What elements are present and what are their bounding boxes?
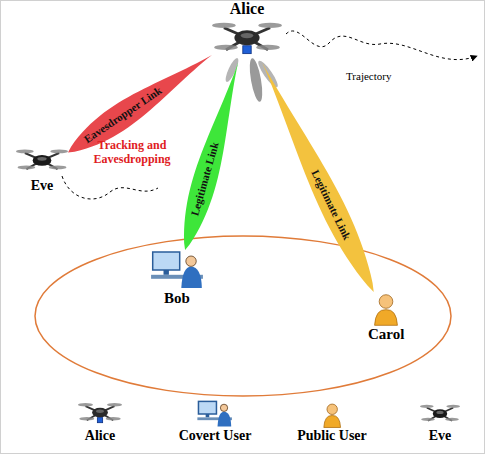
transmitter-uav-icon bbox=[212, 18, 282, 62]
drone-rotor bbox=[50, 150, 68, 154]
coverage-area bbox=[35, 236, 451, 396]
drone-body bbox=[33, 155, 52, 166]
antenna-array bbox=[97, 418, 102, 423]
user-head bbox=[186, 256, 196, 266]
eavesdropper-uav-icon bbox=[16, 146, 68, 178]
user-head bbox=[379, 295, 393, 309]
drone-rotor bbox=[106, 417, 121, 420]
trajectory-label: Trajectory bbox=[346, 70, 391, 83]
drone-rotor bbox=[107, 403, 122, 406]
drone-top bbox=[96, 410, 104, 413]
public-user: Carol bbox=[368, 292, 404, 343]
legend-text: Alice bbox=[85, 428, 115, 444]
drone-rotor bbox=[446, 405, 460, 408]
legend-text: Covert User bbox=[179, 428, 252, 444]
eavesdropper-uav: Eve bbox=[16, 146, 68, 194]
link-label: Eavesdropper Link bbox=[82, 85, 163, 145]
drone-body bbox=[433, 409, 447, 418]
drone-rotor bbox=[212, 23, 236, 28]
drone-rotor bbox=[421, 418, 435, 421]
drone-rotor bbox=[256, 45, 280, 50]
drone-rotor bbox=[445, 418, 459, 421]
legend-icon bbox=[78, 400, 122, 428]
legend-icon bbox=[321, 402, 343, 428]
eve-tracking-path bbox=[62, 176, 158, 199]
monitor bbox=[199, 401, 217, 414]
drone-rotor bbox=[214, 45, 238, 50]
node-label: Bob bbox=[164, 290, 190, 307]
antenna-array bbox=[243, 46, 251, 54]
monitor bbox=[153, 252, 180, 270]
legend-item: Eve bbox=[420, 402, 460, 444]
transmitter-uav: Alice bbox=[212, 0, 282, 62]
covert-user: Bob bbox=[150, 250, 204, 307]
monitor-stand bbox=[206, 414, 210, 417]
beam-link bbox=[262, 62, 374, 292]
drone-rotor bbox=[258, 23, 282, 28]
drone-rotor bbox=[78, 403, 93, 406]
drone-rotor bbox=[49, 166, 67, 170]
legend-item: Public User bbox=[297, 402, 367, 444]
node-label: Alice bbox=[230, 0, 265, 18]
drone-top bbox=[37, 157, 46, 161]
user-body bbox=[181, 267, 202, 288]
drone-rotor bbox=[79, 417, 94, 420]
trajectory-path bbox=[286, 31, 477, 60]
public-user-icon bbox=[371, 292, 401, 326]
drone-rotor bbox=[18, 166, 36, 170]
beam-link bbox=[184, 62, 238, 250]
node-label: Carol bbox=[368, 326, 404, 343]
legend-text: Public User bbox=[297, 428, 367, 444]
covert-user-icon bbox=[150, 250, 204, 290]
user-head bbox=[221, 404, 228, 411]
drone-body bbox=[92, 408, 108, 418]
user-body bbox=[218, 412, 232, 427]
drone-rotor bbox=[420, 405, 434, 408]
user-body bbox=[375, 310, 398, 326]
node-label: Eve bbox=[31, 178, 54, 194]
monitor-stand bbox=[164, 270, 169, 275]
drone-rotor bbox=[16, 150, 34, 154]
user-head bbox=[327, 404, 337, 414]
drone-top bbox=[436, 411, 443, 414]
legend-item: Covert User bbox=[179, 400, 252, 444]
drone-body bbox=[234, 31, 259, 46]
legend-icon bbox=[197, 400, 233, 428]
drone-top bbox=[241, 33, 254, 38]
beam-link bbox=[68, 55, 212, 153]
legend-icon bbox=[420, 402, 460, 428]
user-body bbox=[324, 415, 341, 427]
legend-item: Alice bbox=[78, 400, 122, 444]
legend-text: Eve bbox=[429, 428, 452, 444]
